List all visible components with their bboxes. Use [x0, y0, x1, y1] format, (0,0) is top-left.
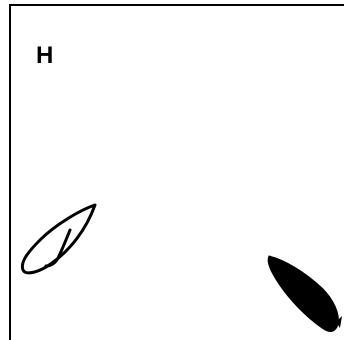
outlined-leaf-shape: [22, 205, 95, 273]
filled-leaf-shape: [268, 256, 342, 331]
